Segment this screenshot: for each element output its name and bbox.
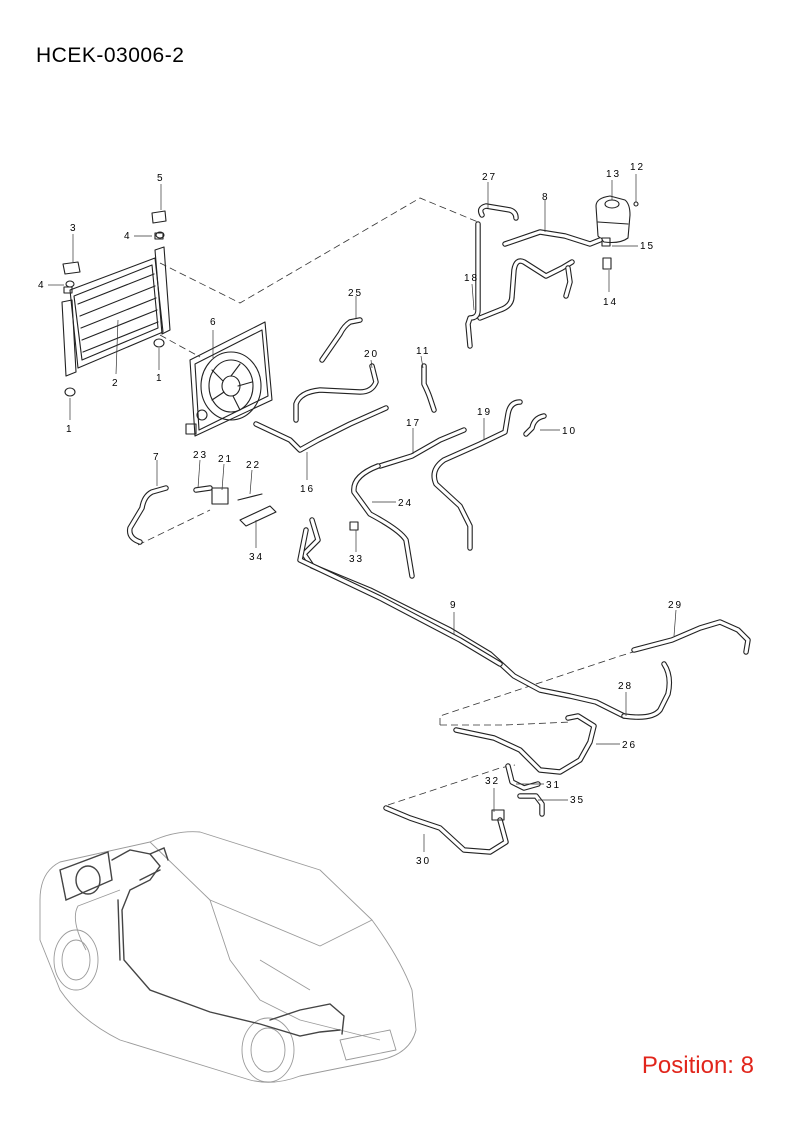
callout-28: 28: [618, 681, 633, 692]
vehicle-location-illustration: [39, 831, 417, 1083]
callout-2: 2: [112, 378, 120, 389]
radiator: [61, 231, 171, 397]
callout-1b: 1: [156, 373, 164, 384]
position-label: Position: 8: [641, 1052, 754, 1079]
callout-16: 16: [300, 484, 315, 495]
callout-10: 10: [562, 426, 577, 437]
diagram-code: HCEK-03006-2: [36, 44, 185, 67]
callout-24: 24: [398, 498, 413, 509]
callout-11: 11: [416, 346, 430, 357]
radiator-bracket-5: [151, 210, 167, 224]
callout-3: 3: [70, 223, 78, 234]
small-brackets: [211, 487, 505, 821]
callout-9: 9: [450, 600, 458, 611]
callout-25: 25: [348, 288, 363, 299]
callout-1a: 1: [66, 424, 74, 435]
reference-dashed-lines: [137, 197, 641, 806]
callout-13: 13: [606, 169, 621, 180]
callout-8: 8: [542, 192, 550, 203]
callout-5: 5: [157, 173, 165, 184]
coolant-reservoir: [595, 195, 639, 270]
callout-19: 19: [477, 407, 492, 418]
callout-23: 23: [193, 450, 208, 461]
callout-35: 35: [570, 795, 585, 806]
cooling-fan-shroud: [185, 321, 273, 437]
callout-31: 31: [546, 780, 561, 791]
radiator-bracket-3: [62, 261, 81, 275]
callout-7: 7: [153, 452, 161, 463]
callout-26: 26: [622, 740, 637, 751]
callout-30: 30: [416, 856, 431, 867]
hose-assemblies: [126, 203, 751, 855]
callout-20: 20: [364, 349, 379, 360]
callout-29: 29: [668, 600, 683, 611]
callout-21: 21: [218, 454, 233, 465]
leader-lines: [48, 174, 677, 852]
callout-34: 34: [249, 552, 264, 563]
callout-18: 18: [464, 273, 479, 284]
callout-4a: 4: [38, 280, 46, 291]
callout-15: 15: [640, 241, 655, 252]
callout-6: 6: [210, 317, 218, 328]
callout-32: 32: [485, 776, 500, 787]
callout-numbers: 1 1 2 3 4 4 5 6 7 8 9 10 11 12 13 14 15 …: [38, 162, 683, 867]
callout-14: 14: [603, 297, 618, 308]
callout-27: 27: [482, 172, 497, 183]
callout-22: 22: [246, 460, 261, 471]
callout-4b: 4: [124, 231, 132, 242]
callout-17: 17: [406, 418, 421, 429]
callout-33: 33: [349, 554, 364, 565]
callout-12: 12: [630, 162, 645, 173]
